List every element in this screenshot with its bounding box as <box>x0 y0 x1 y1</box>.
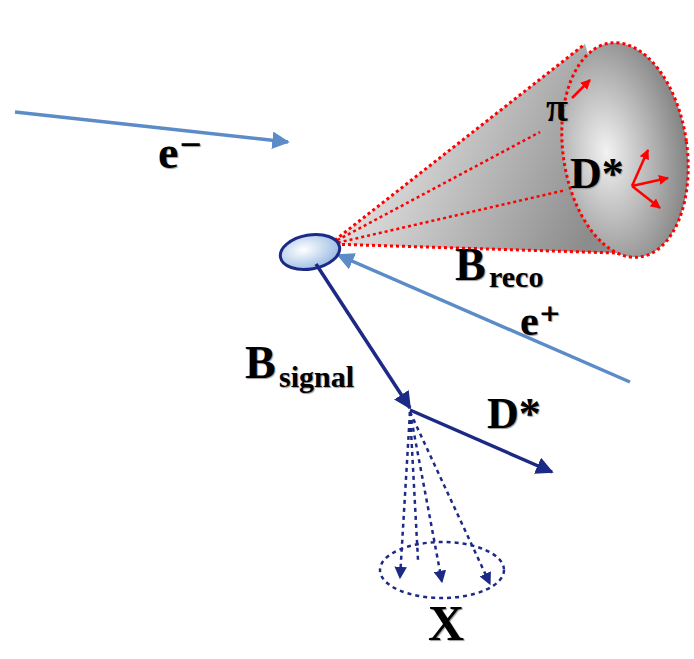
interaction-point <box>278 230 343 274</box>
particle-label: B <box>245 340 276 386</box>
x-track <box>410 412 418 560</box>
dstar-track <box>332 190 566 244</box>
particle-label: e⁻ <box>158 130 203 176</box>
x-track <box>410 412 490 584</box>
subscript-label: signal <box>279 362 354 392</box>
subscript-label: reco <box>489 262 543 292</box>
x-track <box>400 412 410 578</box>
particle-label: D* <box>570 152 624 196</box>
cone-edge <box>330 44 585 244</box>
pion-track <box>332 132 540 243</box>
electron-beam <box>15 112 288 142</box>
particle-label: B <box>455 242 486 288</box>
daughter-arrow <box>632 150 648 186</box>
daughter-arrow <box>632 178 668 186</box>
pion-arrow <box>572 80 590 98</box>
particle-label: e⁺ <box>520 300 561 342</box>
cone-cap <box>549 34 694 265</box>
particle-label: D* <box>487 392 541 436</box>
particle-label: π <box>546 88 568 128</box>
x-track <box>410 412 442 582</box>
cone-edge <box>330 244 648 254</box>
x-system <box>380 542 504 598</box>
particle-label: X <box>428 598 464 648</box>
daughter-arrow <box>632 186 660 208</box>
